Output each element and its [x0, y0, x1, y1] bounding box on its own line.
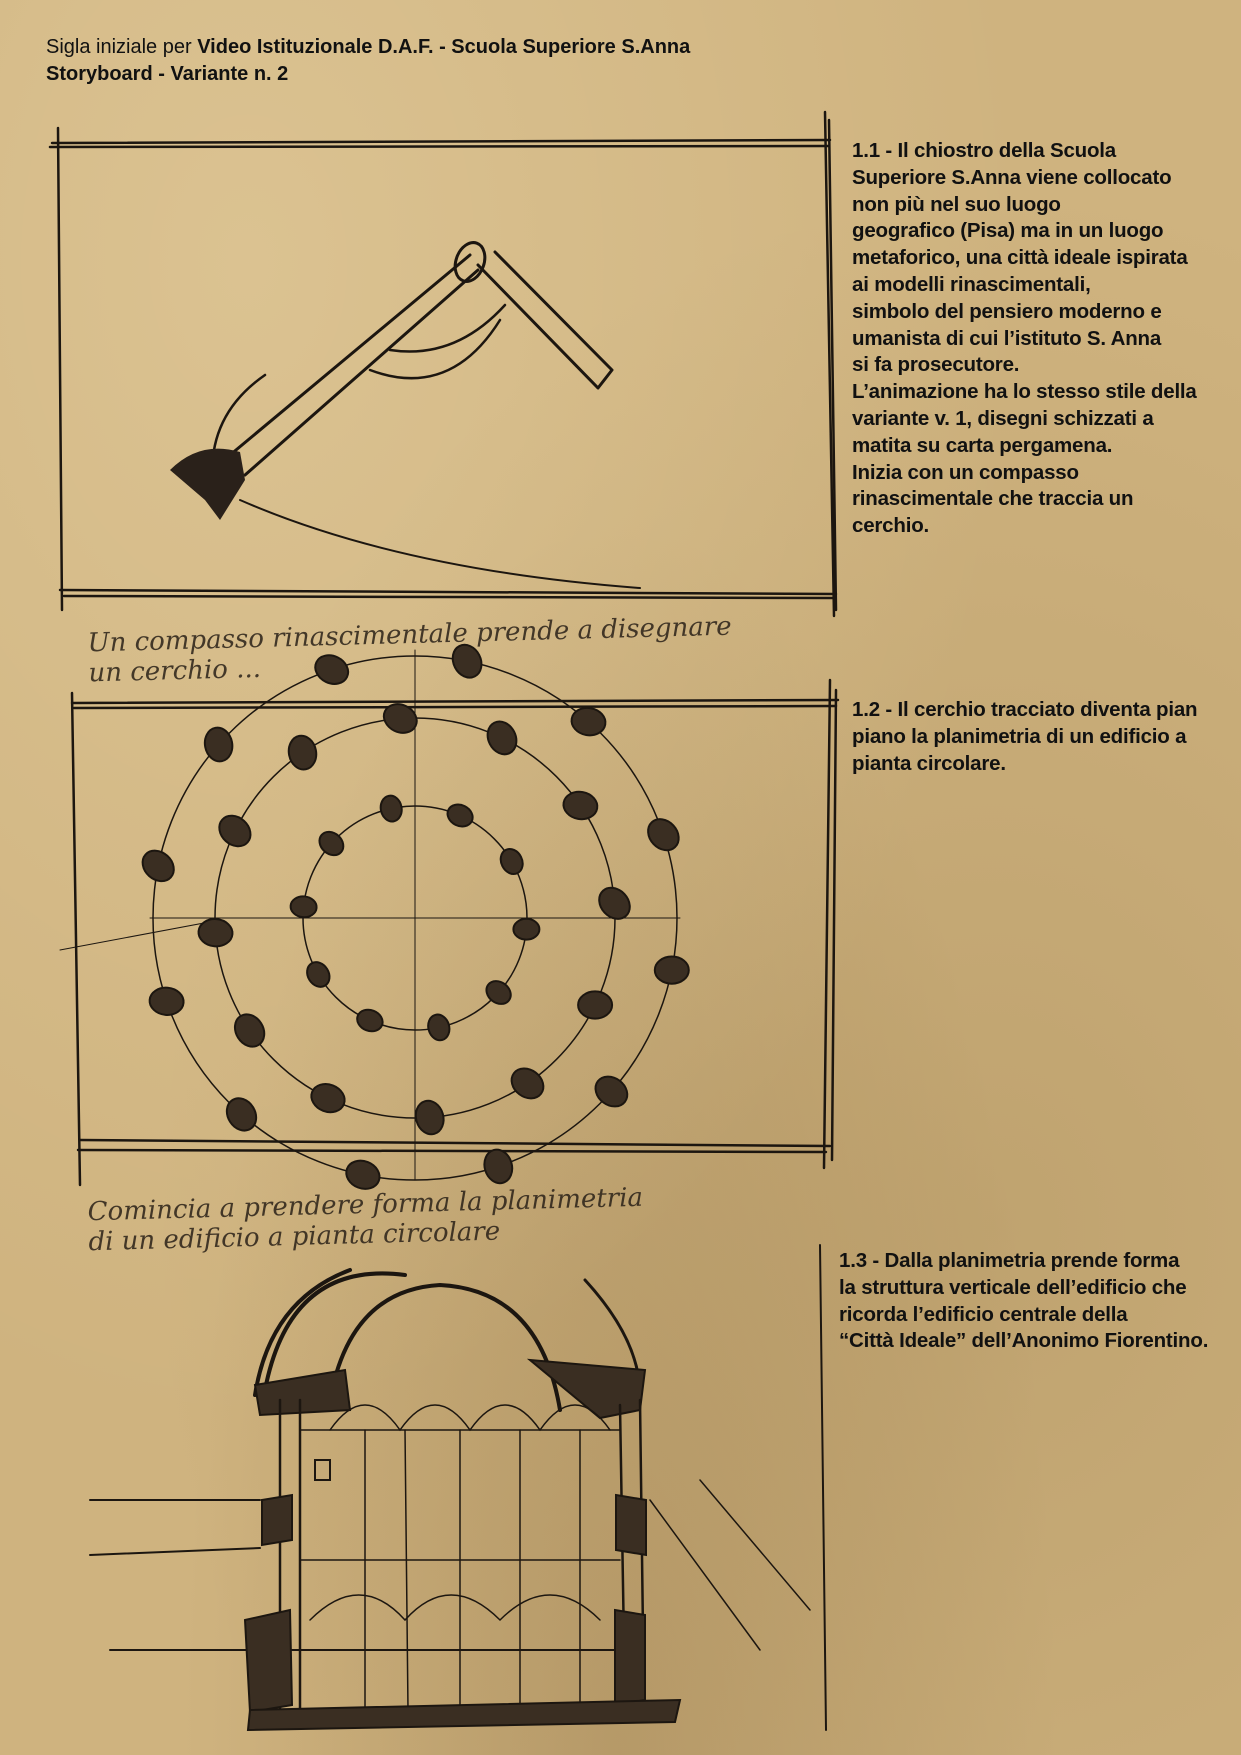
compass-icon — [170, 241, 641, 589]
column-marker — [577, 990, 614, 1020]
frame-3-sketch — [89, 1244, 827, 1732]
page-header: Sigla iniziale per Video Istituzionale D… — [46, 34, 690, 88]
column-marker — [356, 1008, 384, 1033]
column-marker — [647, 818, 680, 852]
column-marker — [451, 643, 483, 679]
column-markers — [141, 643, 690, 1190]
column-marker — [197, 918, 234, 948]
frame-2-caption: 1.2 - Il cerchio tracciato diventa pian … — [852, 698, 1198, 775]
column-marker — [570, 706, 607, 737]
column-marker — [218, 814, 252, 848]
column-marker — [512, 917, 541, 941]
column-marker — [148, 986, 185, 1016]
column-marker — [141, 849, 175, 883]
header-lead: Sigla iniziale per — [46, 36, 198, 58]
frame-1-caption: 1.1 - Il chiostro della Scuola Superiore… — [852, 139, 1197, 538]
frame-1-sketch — [48, 110, 838, 618]
frame-2-sketch — [59, 643, 840, 1190]
column-marker — [483, 1148, 514, 1185]
domed-building-icon — [243, 1268, 682, 1732]
column-marker — [598, 886, 631, 920]
column-marker — [289, 895, 318, 919]
column-marker — [345, 1159, 381, 1190]
header-line-1: Sigla iniziale per Video Istituzionale D… — [46, 34, 690, 61]
column-marker — [233, 1013, 266, 1048]
column-marker — [306, 961, 331, 988]
column-marker — [485, 980, 512, 1005]
column-marker — [414, 1099, 445, 1136]
column-marker — [310, 1083, 346, 1114]
header-line-2: Storyboard - Variante n. 2 — [46, 63, 289, 85]
column-marker — [499, 847, 524, 876]
column-marker — [318, 830, 345, 857]
column-marker — [446, 803, 474, 828]
column-marker — [379, 794, 403, 823]
frame-3-caption: 1.3 - Dalla planimetria prende forma la … — [839, 1249, 1209, 1353]
column-marker — [427, 1013, 451, 1042]
column-marker — [314, 654, 350, 685]
column-marker — [653, 955, 690, 985]
column-marker — [287, 734, 318, 771]
column-marker — [203, 726, 234, 763]
column-marker — [382, 703, 418, 734]
column-marker — [486, 720, 518, 756]
header-title: Video Istituzionale D.A.F. - Scuola Supe… — [197, 36, 691, 58]
column-marker — [225, 1097, 258, 1132]
column-marker — [562, 790, 599, 821]
column-marker — [510, 1067, 545, 1100]
column-marker — [594, 1075, 629, 1108]
